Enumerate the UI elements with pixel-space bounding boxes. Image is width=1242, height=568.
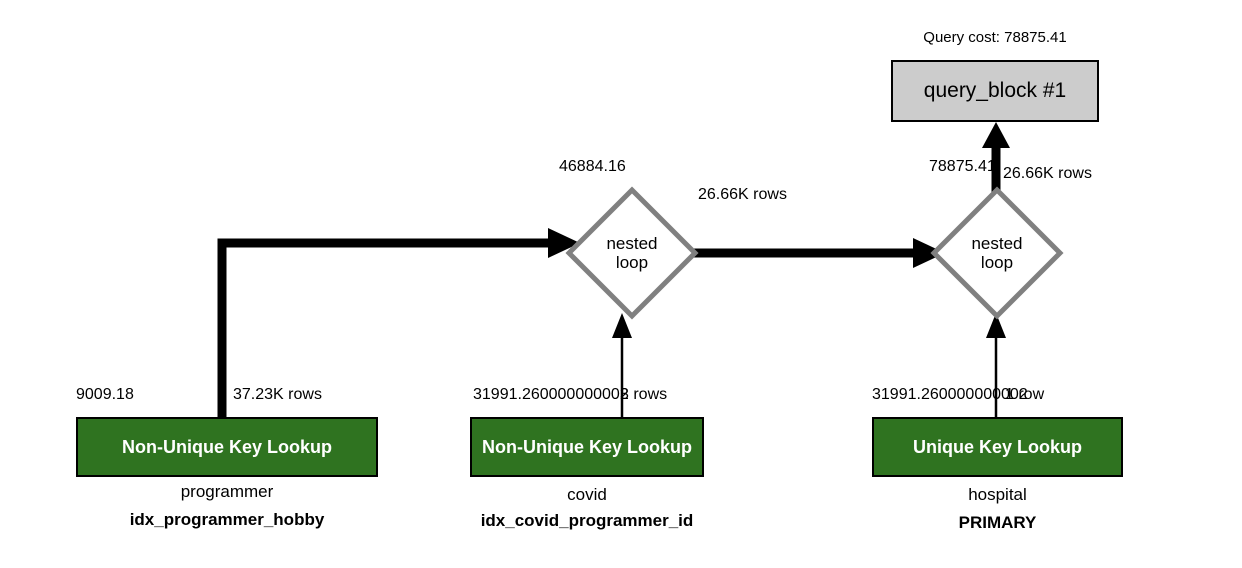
edge-nested-loop-1-to-nested-loop-2 (694, 238, 945, 268)
query-cost-label: Query cost: 78875.41 (923, 29, 1067, 46)
lookup-programmer-node[interactable]: Non-Unique Key Lookup (76, 417, 378, 477)
lookup-hospital-title: Unique Key Lookup (912, 436, 1082, 457)
lookup-programmer-index-label: idx_programmer_hobby (129, 510, 325, 529)
lookup-programmer-title: Non-Unique Key Lookup (122, 436, 332, 457)
nested-loop-2-node[interactable]: nested loop (929, 185, 1065, 321)
lookup-hospital-node[interactable]: Unique Key Lookup (872, 417, 1123, 477)
lookup-programmer-cost-label: 9009.18 (76, 386, 134, 403)
nested-loop-1-node[interactable]: nested loop (564, 185, 700, 321)
nested-loop-2-line2: loop (980, 253, 1014, 272)
nested-loop-2-rows-label: 26.66K rows (1003, 165, 1092, 182)
lookup-covid-table-label: covid (567, 485, 607, 504)
nested-loop-2-line1: nested (971, 233, 1023, 253)
lookup-hospital-table-label: hospital (968, 485, 1027, 504)
query-block-node[interactable]: query_block #1 (891, 60, 1099, 122)
lookup-programmer-table-label: programmer (180, 482, 274, 501)
query-block-title: query_block #1 (923, 79, 1067, 102)
lookup-hospital-cost-label: 31991.260000000002 (872, 386, 1028, 403)
lookup-covid-cost-label: 31991.260000000002 (473, 386, 629, 403)
nested-loop-1-cost-label: 46884.16 (559, 158, 626, 175)
lookup-covid-node[interactable]: Non-Unique Key Lookup (470, 417, 704, 477)
nested-loop-1-label: nested loop (564, 185, 700, 321)
nested-loop-2-cost-label: 78875.41 (929, 158, 996, 175)
nested-loop-1-line2: loop (615, 253, 649, 272)
lookup-covid-index-label: idx_covid_programmer_id (480, 511, 694, 530)
nested-loop-1-line1: nested (606, 233, 658, 253)
lookup-hospital-index-label: PRIMARY (958, 513, 1037, 532)
lookup-hospital-rows-label: 1 row (1005, 386, 1045, 403)
lookup-covid-title: Non-Unique Key Lookup (482, 436, 692, 457)
lookup-covid-rows-label: 3 rows (620, 386, 668, 403)
diamond-shape-icon (930, 186, 1064, 320)
nested-loop-1-rows-label: 26.66K rows (698, 186, 787, 203)
nested-loop-2-label: nested loop (929, 185, 1065, 321)
diamond-shape-icon (565, 186, 699, 320)
lookup-programmer-rows-label: 37.23K rows (233, 386, 322, 403)
